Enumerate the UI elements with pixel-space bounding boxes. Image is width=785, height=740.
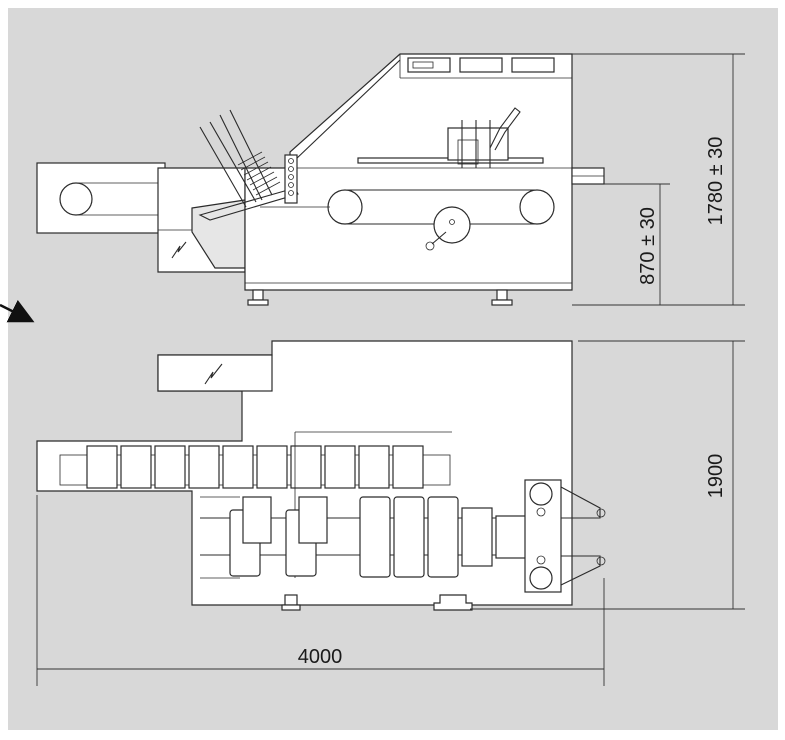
- side-view: [36, 53, 605, 306]
- arrow-icon: [0, 299, 35, 323]
- control-display-3: [511, 57, 555, 73]
- top-upper-buckets: [86, 445, 424, 489]
- side-magazine-cartons: [237, 151, 281, 196]
- side-infeed-roller: [59, 182, 93, 216]
- dimension-total-height: 1780 ± 30: [705, 137, 727, 226]
- dimension-depth: 1900: [705, 454, 727, 499]
- lightning-icon: [171, 241, 187, 259]
- control-display-2: [459, 57, 503, 73]
- top-lower-buckets: [229, 496, 527, 578]
- side-belt-roller-right: [519, 189, 555, 225]
- dimension-working-height: 870 ± 30: [637, 207, 659, 285]
- side-magazine-outer: [199, 121, 257, 208]
- side-magazine-inner: [219, 109, 273, 201]
- dimension-lines: [36, 53, 745, 686]
- control-display-1: [407, 57, 451, 73]
- side-infeed-conveyor: [36, 162, 166, 234]
- side-belt-roller-left: [327, 189, 363, 225]
- side-feet: [247, 289, 513, 306]
- top-feet: [281, 594, 473, 611]
- dimension-length: 4000: [298, 646, 343, 668]
- lightning-icon: [204, 363, 223, 385]
- control-panel: [284, 154, 298, 204]
- top-view: [36, 340, 606, 611]
- side-hopper: [191, 199, 246, 269]
